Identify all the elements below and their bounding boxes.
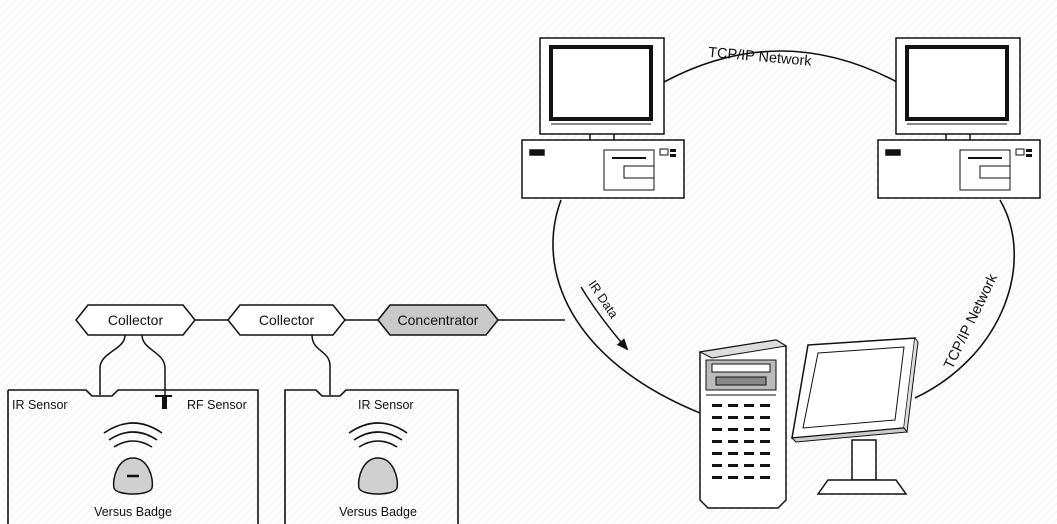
badge-icon — [357, 457, 399, 495]
room-2-ir-label: IR Sensor — [358, 398, 414, 412]
left-ir-link — [552, 199, 701, 414]
room-1-badge-label: Versus Badge — [94, 505, 172, 519]
sensor-cables — [99, 334, 331, 397]
room-1-ir-label: IR Sensor — [12, 398, 68, 412]
network-ring — [552, 50, 1015, 414]
concentrator-label: Concentrator — [398, 312, 479, 328]
server-tower-icon — [698, 339, 788, 509]
room-2-badge-label: Versus Badge — [339, 505, 417, 519]
right-network-link — [914, 199, 1015, 399]
signal-waves-icon — [103, 422, 163, 448]
collector-node-1: Collector — [75, 304, 196, 336]
collector-1-label: Collector — [108, 312, 164, 328]
rf-sensor-antenna-icon — [162, 396, 167, 409]
room-1-rf-label: RF Sensor — [187, 398, 247, 412]
monitor-icon — [790, 337, 919, 495]
room-1: IR Sensor RF Sensor Versus Badge — [7, 389, 259, 524]
collector-node-2: Collector — [227, 304, 346, 336]
room-2: IR Sensor Versus Badge — [284, 389, 459, 524]
collector-2-label: Collector — [259, 312, 315, 328]
top-network-link — [663, 50, 898, 83]
desktop-computer-icon — [521, 37, 685, 199]
signal-waves-icon — [348, 422, 408, 448]
concentrator-node: Concentrator — [377, 304, 499, 336]
desktop-computer-icon — [877, 37, 1041, 199]
ir-data-arrow — [580, 286, 629, 351]
